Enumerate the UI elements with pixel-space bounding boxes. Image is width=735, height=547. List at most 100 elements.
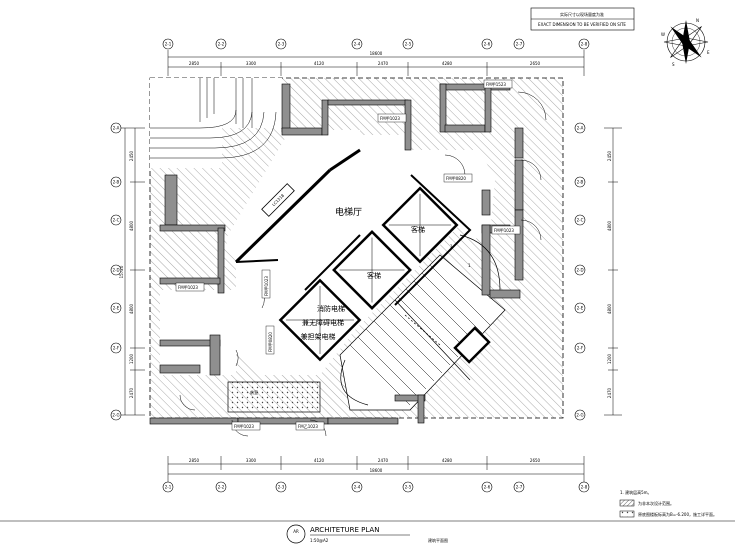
svg-text:1. 建筑层高5m。: 1. 建筑层高5m。 [620, 489, 652, 495]
svg-text:FM甲0820: FM甲0820 [446, 176, 466, 181]
svg-text:2-7: 2-7 [516, 485, 523, 490]
svg-text:2-8: 2-8 [581, 485, 588, 490]
legend: 1. 建筑层高5m。 为非本次设计范围。 原底图楼板标高为B=-6.200，施工… [619, 489, 717, 518]
svg-text:2-D: 2-D [576, 268, 583, 273]
svg-text:2-C: 2-C [577, 218, 584, 223]
svg-text:2-6: 2-6 [484, 485, 491, 490]
drawing-tag-circle [286, 524, 306, 544]
fire-lift [278, 278, 362, 362]
stair-up-marker: 1 [450, 244, 453, 249]
svg-text:FM甲0820: FM甲0820 [268, 332, 273, 352]
svg-text:2-5: 2-5 [405, 42, 412, 47]
elevator-hall-label: 电梯厅 [335, 206, 362, 218]
left-dimensions [118, 127, 145, 416]
svg-text:FM甲1023: FM甲1023 [494, 228, 514, 233]
svg-text:2-B: 2-B [577, 180, 584, 185]
svg-text:2-F: 2-F [113, 346, 120, 351]
svg-text:2-4: 2-4 [354, 485, 361, 490]
svg-text:2-G: 2-G [112, 413, 119, 418]
legend-hatch-swatch [619, 499, 635, 507]
landing-shaft [453, 326, 491, 364]
right-dimensions [604, 127, 622, 416]
svg-text:2-G: 2-G [576, 413, 583, 418]
svg-text:4280: 4280 [442, 458, 453, 463]
svg-text:FM甲1023: FM甲1023 [264, 276, 269, 296]
svg-text:2470: 2470 [378, 458, 389, 463]
svg-text:FM乙1023: FM乙1023 [298, 423, 318, 429]
svg-text:2-F: 2-F [577, 346, 584, 351]
note-cn: 实际尺寸以现场量度为准 [560, 11, 604, 17]
svg-text:15720: 15720 [119, 265, 124, 278]
passenger-lift-1 [381, 186, 459, 264]
svg-text:为非本次设计范围。: 为非本次设计范围。 [638, 500, 674, 506]
svg-text:2470: 2470 [129, 387, 134, 398]
left-grid-bubbles: 2-A 2-B 2-C 2-D 2-E 2-F 2-G [110, 122, 122, 421]
svg-text:FM甲1023: FM甲1023 [380, 116, 400, 121]
plan-title-en: ARCHITETURE PLAN [310, 526, 379, 534]
svg-text:2650: 2650 [530, 61, 541, 66]
legend-dot-swatch [619, 510, 635, 518]
vestibule-floor: 前室 [227, 381, 321, 413]
site-note-box: 实际尺寸以现场量度为准 EXACT DIMENSION TO BE VERIFI… [530, 7, 635, 31]
svg-text:2450: 2450 [129, 150, 134, 161]
svg-text:2-8: 2-8 [581, 42, 588, 47]
svg-text:2-6: 2-6 [484, 42, 491, 47]
compass-n: N [696, 18, 699, 23]
svg-text:2450: 2450 [607, 150, 612, 161]
compass-s: S [672, 62, 675, 67]
svg-text:18600: 18600 [370, 468, 383, 473]
svg-text:3300: 3300 [246, 458, 257, 463]
svg-text:消防电梯: 消防电梯 [317, 304, 345, 313]
bottom-dim-labels: 2850 3300 4120 2470 4280 2650 18600 [189, 458, 541, 473]
door-tags: FM甲1023 FM甲1523 FM甲0820 FM甲1023 FM甲1023 … [175, 79, 521, 431]
passenger-lift-2-label: 客梯 [367, 271, 381, 280]
compass-e: E [707, 50, 710, 55]
fire-lift-labels: 消防电梯 兼无障碍电梯 兼担架电梯 [301, 304, 346, 341]
svg-text:2-3: 2-3 [278, 42, 285, 47]
svg-text:2-D: 2-D [112, 268, 119, 273]
vestibule-label: 前室 [250, 389, 258, 395]
svg-text:2-B: 2-B [113, 180, 120, 185]
left-dim-labels: 15720 2450 4800 4800 1200 2470 [119, 150, 134, 398]
landing-arcs [340, 234, 501, 406]
stair-run: 1 1 [339, 244, 506, 411]
plan-scale: 1:50@A2 [310, 538, 329, 543]
svg-text:2-E: 2-E [113, 306, 120, 311]
svg-text:2-3: 2-3 [278, 485, 285, 490]
svg-text:4800: 4800 [607, 303, 612, 314]
core-outline [234, 148, 472, 306]
window-lc1318: LC1318 [261, 183, 295, 217]
svg-text:1200: 1200 [129, 353, 134, 364]
svg-text:2-1: 2-1 [165, 485, 172, 490]
svg-text:2850: 2850 [189, 61, 200, 66]
passenger-lift-2 [332, 230, 412, 310]
north-compass-icon: N E S W [661, 18, 710, 67]
svg-text:2-5: 2-5 [405, 485, 412, 490]
svg-text:4120: 4120 [314, 458, 325, 463]
svg-text:FM甲1023: FM甲1023 [178, 285, 198, 290]
passenger-lift-1-label: 客梯 [411, 225, 425, 234]
svg-text:FM甲1023: FM甲1023 [234, 424, 254, 429]
svg-text:4120: 4120 [314, 61, 325, 66]
svg-text:2-1: 2-1 [165, 42, 172, 47]
svg-text:2-E: 2-E [577, 306, 584, 311]
title-block: AR ARCHITETURE PLAN 1:50@A2 建筑平面图 [0, 520, 735, 544]
svg-text:2470: 2470 [607, 387, 612, 398]
bottom-grid-bubbles: 2-1 2-2 2-3 2-4 2-5 2-6 2-7 2-8 [162, 481, 590, 493]
right-grid-bubbles: 2-A 2-B 2-C 2-D 2-E 2-F 2-G [574, 122, 586, 421]
top-dimensions [167, 50, 585, 76]
drawing-tag: AR [293, 529, 299, 534]
svg-text:兼担架电梯: 兼担架电梯 [301, 332, 336, 341]
svg-text:18600: 18600 [370, 51, 383, 56]
top-grid-bubbles: 2-1 2-2 2-3 2-4 2-5 2-6 2-7 2-8 [162, 38, 590, 50]
svg-text:4800: 4800 [129, 303, 134, 314]
right-dim-labels: 2450 4800 4800 1200 2470 [607, 150, 612, 398]
svg-text:4800: 4800 [607, 220, 612, 231]
svg-text:2-A: 2-A [113, 126, 120, 131]
svg-text:4280: 4280 [442, 61, 453, 66]
svg-text:FM甲1523: FM甲1523 [486, 82, 506, 87]
svg-text:兼无障碍电梯: 兼无障碍电梯 [302, 318, 344, 327]
svg-text:3300: 3300 [246, 61, 257, 66]
bottom-dimensions [167, 456, 585, 482]
